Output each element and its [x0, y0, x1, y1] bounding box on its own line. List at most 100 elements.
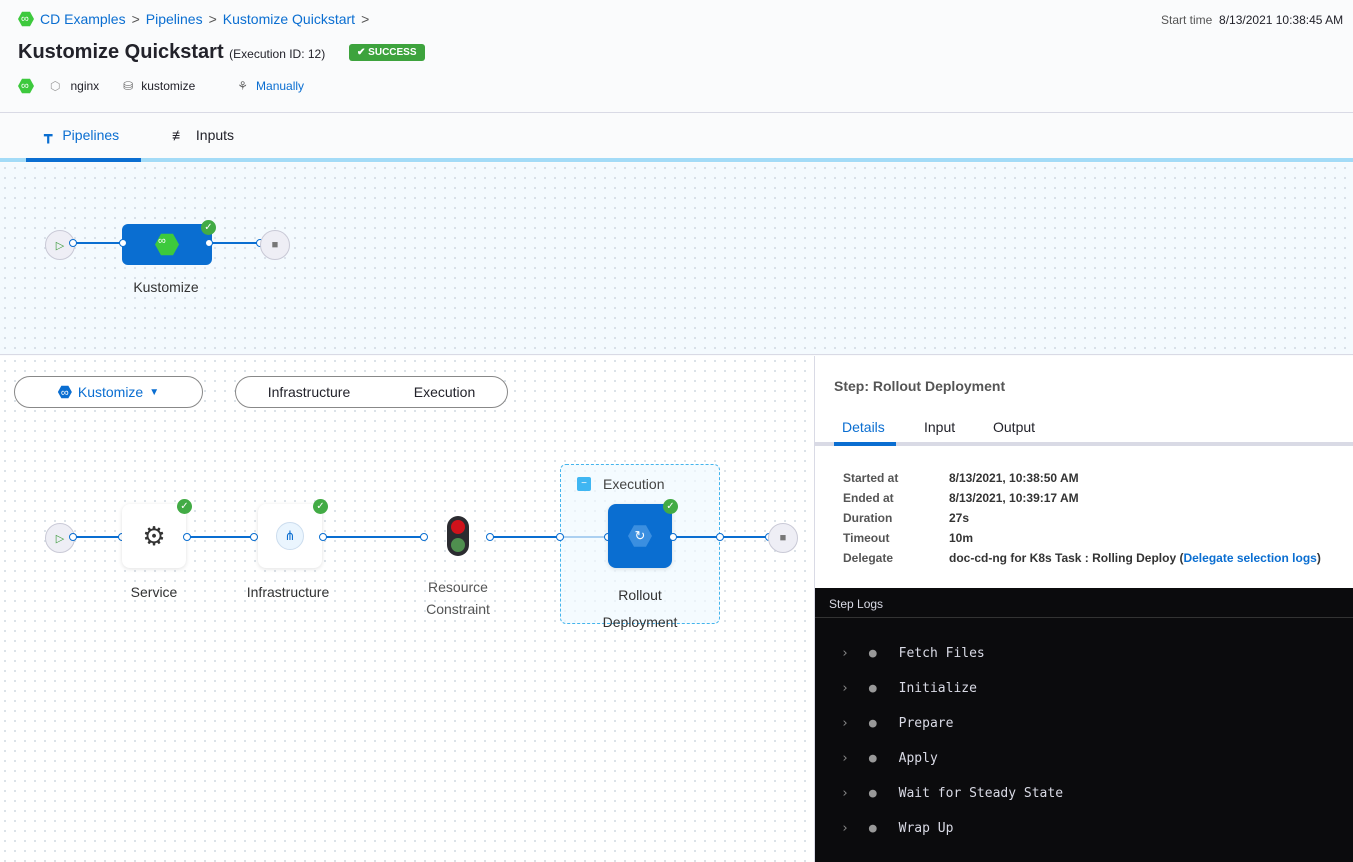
pipeline-graph: ▷ ✓ ■ Kustomize [0, 163, 1353, 355]
log-section-label: Prepare [898, 716, 954, 731]
traffic-light-icon[interactable] [447, 516, 469, 556]
step-label: Service [130, 584, 178, 600]
tab-input[interactable]: Input [924, 419, 956, 435]
module-icon [18, 78, 34, 94]
log-section-label: Wait for Steady State [898, 786, 1064, 801]
check-circle-icon: ● [868, 681, 877, 696]
delegate-close: ) [1316, 551, 1321, 565]
page-title: Kustomize Quickstart (Execution ID: 12) [18, 41, 325, 64]
tab-pipelines[interactable]: ┳ Pipelines [44, 127, 119, 144]
panel-title: Step: Rollout Deployment [834, 378, 1006, 394]
log-section[interactable]: › ● Fetch Files [841, 646, 985, 661]
chevron-right-icon: › [841, 821, 849, 836]
chevron-right-icon: › [841, 786, 849, 801]
step-label: Rollout Deployment [602, 587, 678, 630]
detail-key: Timeout [843, 531, 890, 545]
success-check-icon: ✓ [201, 220, 216, 235]
detail-key: Started at [843, 471, 899, 485]
detail-value: 27s [949, 511, 970, 525]
breadcrumb-cd-examples[interactable]: CD Examples [40, 11, 126, 27]
caret-down-icon: ▼ [149, 386, 160, 398]
step-label: Resource Constraint [426, 579, 490, 617]
breadcrumb-pipeline[interactable]: Kustomize Quickstart [222, 11, 356, 27]
check-circle-icon: ● [868, 751, 877, 766]
start-node-icon: ▷ [45, 523, 75, 553]
stage-graph: Kustomize ▼ Infrastructure Execution ▷ ⚙ ✓… [0, 356, 814, 862]
service-name: nginx [70, 79, 100, 93]
stage-label: Kustomize [133, 279, 199, 295]
chevron-right-icon: > [208, 11, 217, 27]
success-check-icon: ✓ [313, 499, 328, 514]
check-circle-icon: ● [868, 716, 877, 731]
chevron-right-icon: > [131, 11, 140, 27]
breadcrumb: CD Examples > Pipelines > Kustomize Quicks… [18, 11, 369, 27]
step-label: Infrastructure [246, 584, 330, 600]
success-check-icon: ✓ [177, 499, 192, 514]
log-section-label: Apply [898, 751, 938, 766]
kustomize-icon [155, 233, 179, 256]
start-time-label: Start time [1161, 13, 1213, 27]
breadcrumb-pipelines[interactable]: Pipelines [145, 11, 203, 27]
chevron-right-icon: › [841, 681, 849, 696]
details-list: Started at 8/13/2021, 10:38:50 AM Ended a… [843, 471, 1348, 571]
inputs-icon: ≢ [172, 127, 186, 143]
active-tab-indicator [26, 158, 141, 162]
log-section[interactable]: › ● Apply [841, 751, 938, 766]
end-node-icon: ■ [768, 523, 798, 553]
step-infrastructure[interactable]: ⋔ [258, 504, 322, 568]
environment-name: kustomize [141, 79, 196, 93]
status-text: SUCCESS [368, 47, 417, 58]
active-tab-indicator [834, 442, 896, 446]
detail-value: 8/13/2021, 10:38:50 AM [949, 471, 1079, 485]
collapse-icon[interactable]: − [577, 477, 591, 491]
infrastructure-icon: ⋔ [276, 522, 304, 550]
execution-id: (Execution ID: 12) [229, 47, 326, 61]
chevron-right-icon: › [841, 716, 849, 731]
trigger-icon: ⚘ [237, 79, 249, 93]
log-section-label: Initialize [898, 681, 977, 696]
chevron-right-icon: › [841, 646, 849, 661]
delegate-value: doc-cd-ng for K8s Task : Rolling Deploy … [949, 551, 1184, 565]
check-circle-icon: ● [868, 786, 877, 801]
log-section[interactable]: › ● Prepare [841, 716, 953, 731]
detail-key: Duration [843, 511, 893, 525]
logs-title: Step Logs [829, 597, 884, 611]
step-rollout-deployment[interactable]: ↻ [608, 504, 672, 568]
tab-details[interactable]: Details [842, 419, 885, 435]
log-section-label: Fetch Files [898, 646, 985, 661]
toggle-infrastructure[interactable]: Infrastructure [267, 384, 351, 400]
detail-value: 10m [949, 531, 974, 545]
log-section-label: Wrap Up [898, 821, 954, 836]
stage-select-value: Kustomize [77, 384, 144, 400]
gears-icon: ⚙ [142, 520, 166, 551]
stage-node-kustomize[interactable] [122, 224, 212, 265]
view-toggle: Infrastructure Execution [235, 376, 508, 408]
check-circle-icon: ● [868, 646, 877, 661]
stage-select[interactable]: Kustomize ▼ [14, 376, 203, 408]
pipeline-icon: ┳ [44, 127, 53, 143]
trigger-link[interactable]: Manually [256, 79, 305, 93]
start-time-value: 8/13/2021 10:38:45 AM [1219, 13, 1344, 27]
tab-inputs[interactable]: ≢ Inputs [172, 127, 234, 143]
tab-bar: ┳ Pipelines ≢ Inputs [0, 112, 1353, 162]
rollout-icon: ↻ [628, 525, 652, 547]
detail-value: 8/13/2021, 10:39:17 AM [949, 491, 1079, 505]
start-time: Start time 8/13/2021 10:38:45 AM [1161, 13, 1343, 27]
execution-meta: ⬡ nginx ⛁ kustomize ⚘ Manually [18, 78, 304, 94]
detail-key: Ended at [843, 491, 894, 505]
step-service[interactable]: ⚙ [122, 504, 186, 568]
project-icon [18, 11, 34, 27]
log-section[interactable]: › ● Initialize [841, 681, 977, 696]
toggle-execution[interactable]: Execution [413, 384, 476, 400]
service-icon: ⬡ [50, 79, 61, 93]
log-section[interactable]: › ● Wait for Steady State [841, 786, 1063, 801]
chevron-right-icon: > [361, 11, 370, 27]
tab-label: Pipelines [62, 127, 120, 143]
chevron-right-icon: › [841, 751, 849, 766]
log-section[interactable]: ›●Wrap Up [841, 821, 953, 836]
delegate-selection-logs-link[interactable]: Delegate selection logs [1183, 551, 1317, 565]
tab-label: Inputs [195, 127, 235, 143]
tab-output[interactable]: Output [993, 419, 1036, 435]
detail-key: Delegate [843, 551, 894, 565]
status-badge: ✔ SUCCESS [349, 44, 425, 61]
